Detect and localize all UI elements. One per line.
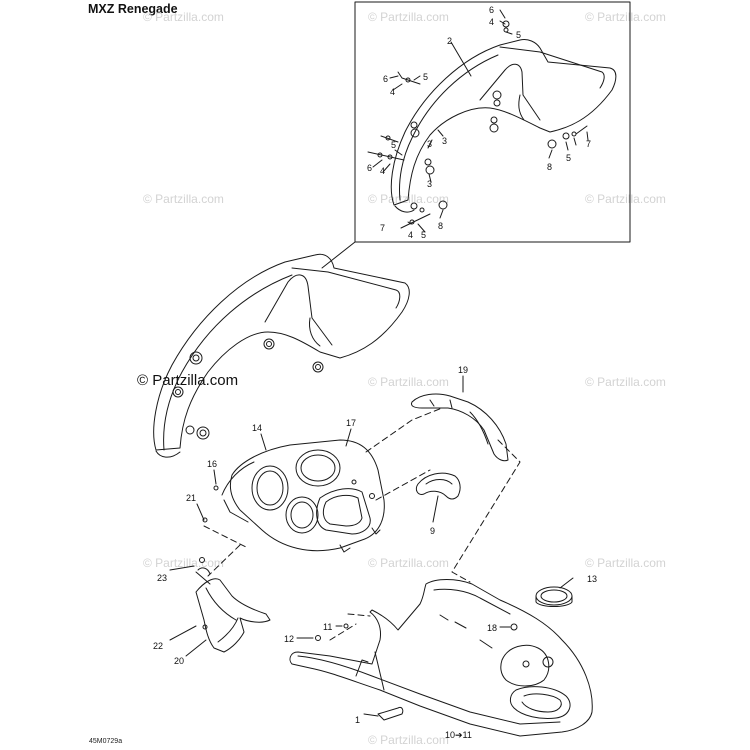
callout-23: 23 <box>157 573 167 583</box>
inset-connector-line <box>321 241 356 269</box>
callout-16: 16 <box>207 459 217 469</box>
watermark: © Partzilla.com <box>585 375 666 389</box>
callout-13: 13 <box>587 574 597 584</box>
watermark: © Partzilla.com <box>368 733 449 747</box>
lower-console <box>289 579 593 737</box>
watermark: © Partzilla.com <box>143 10 224 24</box>
callout-22: 22 <box>153 641 163 651</box>
watermark: © Partzilla.com <box>585 556 666 570</box>
part-22-screw <box>202 624 208 630</box>
gauge-support <box>221 439 385 553</box>
callout-3: 3 <box>427 179 432 189</box>
callout-14: 14 <box>252 423 262 433</box>
callout-11: 11 <box>323 622 332 632</box>
callout-5: 5 <box>423 72 428 82</box>
part-9-cover <box>415 472 461 500</box>
watermark: © Partzilla.com <box>143 192 224 206</box>
part-19-trim <box>411 393 509 462</box>
inset-windshield <box>367 9 617 233</box>
callout-5: 5 <box>516 30 521 40</box>
watermark: © Partzilla.com <box>368 556 449 570</box>
diagram-reference-code: 45M0729a <box>89 738 123 745</box>
callout-3: 3 <box>442 136 447 146</box>
part-13-seal <box>535 586 573 607</box>
callout-18: 18 <box>487 623 497 633</box>
callout-4: 4 <box>489 17 494 27</box>
callout-9: 9 <box>430 526 435 536</box>
callout-12: 12 <box>284 634 294 644</box>
watermark: © Partzilla.com <box>585 192 666 206</box>
watermark: © Partzilla.com <box>368 10 449 24</box>
callout-4: 4 <box>390 87 395 97</box>
callout-8: 8 <box>438 221 443 231</box>
assembly-guide-lines <box>203 407 521 641</box>
leader-lines <box>169 375 574 717</box>
part-23-screw <box>199 557 205 563</box>
callout-10-11: 10➔11 <box>445 730 472 740</box>
callout-5: 5 <box>421 230 426 240</box>
callout-20: 20 <box>174 656 184 666</box>
part-1-clip <box>377 707 404 721</box>
callout-17: 17 <box>346 418 356 428</box>
part-16-screw <box>213 485 219 491</box>
callout-5: 5 <box>391 140 396 150</box>
callout-5: 5 <box>566 153 571 163</box>
watermark: © Partzilla.com <box>585 10 666 24</box>
partzilla-logo: © Partzilla.com <box>137 372 239 389</box>
part-20-side-panel <box>195 567 271 653</box>
part-18-nut <box>510 623 518 631</box>
part-21-screw <box>202 517 208 523</box>
model-title: MXZ Renegade <box>88 2 178 16</box>
callout-19: 19 <box>458 365 468 375</box>
windshield <box>153 253 410 458</box>
part-11-screw <box>343 623 349 629</box>
callout-6: 6 <box>383 74 388 84</box>
callout-6: 6 <box>489 5 494 15</box>
callout-21: 21 <box>186 493 196 503</box>
callout-3: 3 <box>427 139 432 149</box>
callout-7: 7 <box>586 139 591 149</box>
callout-7: 7 <box>380 223 385 233</box>
watermark: © Partzilla.com <box>368 375 449 389</box>
callout-2: 2 <box>447 36 452 46</box>
callout-6: 6 <box>367 163 372 173</box>
part-12-screw <box>315 635 321 641</box>
callout-8: 8 <box>547 162 552 172</box>
callout-1: 1 <box>355 715 360 725</box>
inset-frame <box>354 1 631 243</box>
callout-4: 4 <box>380 166 385 176</box>
watermark: © Partzilla.com <box>143 556 224 570</box>
callout-4: 4 <box>408 230 413 240</box>
